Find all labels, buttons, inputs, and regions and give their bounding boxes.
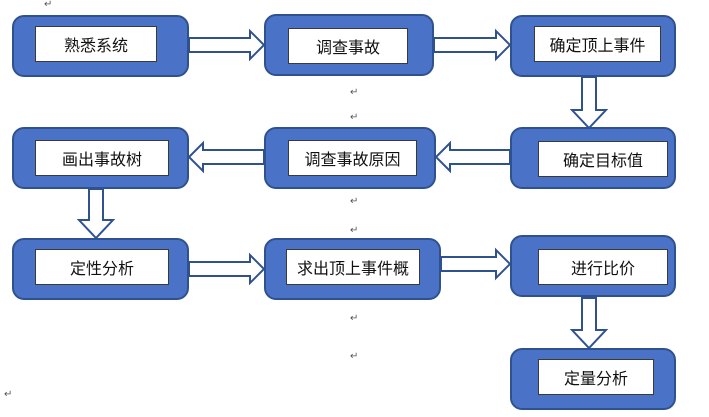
paragraph-mark: ↵ xyxy=(350,112,359,123)
step-qualitative-analysis: 定性分析 xyxy=(12,238,189,300)
arrow-left-2 xyxy=(187,140,265,174)
step-label: 确定顶上事件 xyxy=(534,26,661,62)
arrow-right-3 xyxy=(188,252,266,286)
paragraph-mark: ↵ xyxy=(350,225,359,236)
step-label: 定量分析 xyxy=(538,359,654,395)
step-top-event-probability: 求出顶上事件概 xyxy=(264,238,441,300)
arrow-right-2 xyxy=(433,28,512,62)
paragraph-mark: ↵ xyxy=(44,0,53,10)
step-investigate-accident: 调查事故 xyxy=(264,14,434,76)
step-draw-fault-tree: 画出事故树 xyxy=(12,127,189,189)
arrow-down-2 xyxy=(76,188,116,240)
step-label: 求出顶上事件概 xyxy=(286,249,420,285)
step-label: 熟悉系统 xyxy=(35,26,157,62)
arrow-right-4 xyxy=(440,247,512,281)
step-label: 调查事故 xyxy=(288,28,408,64)
paragraph-mark: ↵ xyxy=(4,389,13,400)
paragraph-mark: ↵ xyxy=(350,351,359,362)
step-compare: 进行比价 xyxy=(510,235,676,297)
step-familiarize-system: 熟悉系统 xyxy=(12,15,189,77)
arrow-down-1 xyxy=(569,76,609,130)
step-investigate-cause: 调查事故原因 xyxy=(264,127,436,189)
step-label: 调查事故原因 xyxy=(288,140,417,176)
step-determine-target: 确定目标值 xyxy=(510,127,676,189)
step-label: 定性分析 xyxy=(35,249,169,285)
step-quantitative-analysis: 定量分析 xyxy=(510,348,676,410)
arrow-left-1 xyxy=(434,140,511,174)
step-determine-top-event: 确定顶上事件 xyxy=(510,15,676,77)
step-label: 进行比价 xyxy=(538,249,668,285)
paragraph-mark: ↵ xyxy=(350,87,359,98)
paragraph-mark: ↵ xyxy=(350,313,359,324)
arrow-down-3 xyxy=(569,297,609,350)
step-label: 画出事故树 xyxy=(35,140,169,176)
arrow-right-1 xyxy=(188,28,266,62)
step-label: 确定目标值 xyxy=(538,141,668,177)
paragraph-mark: ↵ xyxy=(350,196,359,207)
